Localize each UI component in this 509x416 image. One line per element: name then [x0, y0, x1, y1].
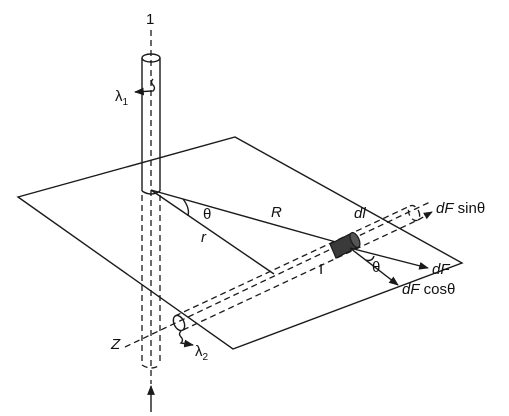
theta-arc-upper: [182, 198, 190, 217]
label-Z: Z: [110, 336, 121, 353]
dF-sin-arrow: [417, 211, 433, 221]
lambda1-arrow: [134, 78, 156, 96]
R-line: [150, 189, 344, 245]
label-dF-sin: dF sinθ: [436, 200, 485, 217]
dF-cos-arrow: [349, 247, 399, 286]
label-theta-lower: θ: [372, 259, 380, 276]
plane: [16, 136, 464, 350]
current-element: [329, 231, 361, 259]
wire2-tube: [172, 204, 421, 332]
z-axis: [124, 201, 431, 348]
label-R: R: [271, 204, 282, 221]
dF-arrow: [349, 247, 429, 270]
label-r: r: [201, 229, 207, 246]
label-dl: dl: [354, 205, 366, 222]
r-line: [150, 189, 275, 275]
label-lambda1: λ1: [115, 88, 129, 108]
label-dF: dF: [432, 261, 450, 278]
lambda2-arrow: [178, 330, 194, 348]
label-I: I: [319, 261, 323, 278]
label-top-number: 1: [146, 11, 154, 28]
label-lambda2: λ2: [195, 343, 209, 363]
label-dF-cos: dF cosθ: [402, 281, 455, 298]
label-theta-upper: θ: [203, 206, 211, 223]
theta-arc-lower: [365, 255, 375, 262]
wire1-dashed: [141, 195, 161, 369]
